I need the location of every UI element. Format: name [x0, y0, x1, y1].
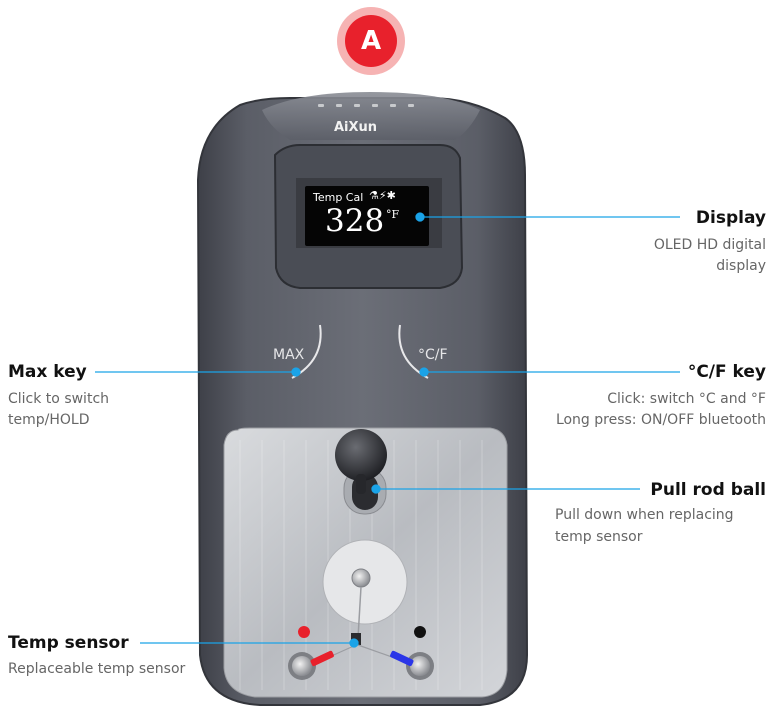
device-top: [262, 92, 480, 140]
red-dot: [298, 626, 310, 638]
temp-sensor-callout-title: Temp sensor: [8, 633, 129, 653]
blue-wire: [390, 650, 414, 667]
pull-rod-ball: [335, 429, 387, 481]
leader-lines: [95, 212, 680, 648]
display-callout-desc-2: display: [716, 258, 766, 274]
section-badge: A: [337, 7, 405, 75]
screen-mode: Temp Cal: [313, 191, 364, 204]
red-wire: [310, 650, 334, 667]
cf-key-callout-title: °C/F key: [687, 362, 766, 382]
screen-status-icons: ⚗⚡✱: [369, 189, 396, 202]
screen-temperature: 328: [325, 203, 385, 239]
cf-key[interactable]: °C/F: [418, 347, 448, 363]
badge-letter: A: [345, 15, 397, 67]
max-key-callout-desc-2: temp/HOLD: [8, 412, 90, 428]
disc-screw: [351, 568, 371, 588]
max-key-callout-title: Max key: [8, 362, 87, 382]
left-terminal: [292, 656, 312, 676]
cf-key-callout-desc-1: Click: switch °C and °F: [607, 391, 766, 407]
brand-logo: AiXun: [334, 120, 378, 135]
max-key-callout-desc-1: Click to switch: [8, 391, 110, 407]
cf-key-callout-desc-2: Long press: ON/OFF bluetooth: [555, 412, 766, 428]
vents: [318, 104, 414, 107]
display-callout-title: Display: [695, 208, 766, 228]
screen-unit: °F: [386, 208, 400, 221]
pull-rod-callout-desc-1: Pull down when replacing: [555, 507, 734, 523]
oled-screen: [305, 186, 429, 246]
pull-rod-callout-desc-2: temp sensor: [555, 529, 643, 545]
display-callout-desc-1: OLED HD digital: [653, 237, 766, 253]
pull-rod-callout-title: Pull rod ball: [650, 480, 766, 500]
temp-sensor-callout-desc-1: Replaceable temp sensor: [8, 661, 186, 677]
black-dot: [414, 626, 426, 638]
max-key[interactable]: MAX: [273, 347, 305, 363]
right-terminal: [410, 656, 430, 676]
